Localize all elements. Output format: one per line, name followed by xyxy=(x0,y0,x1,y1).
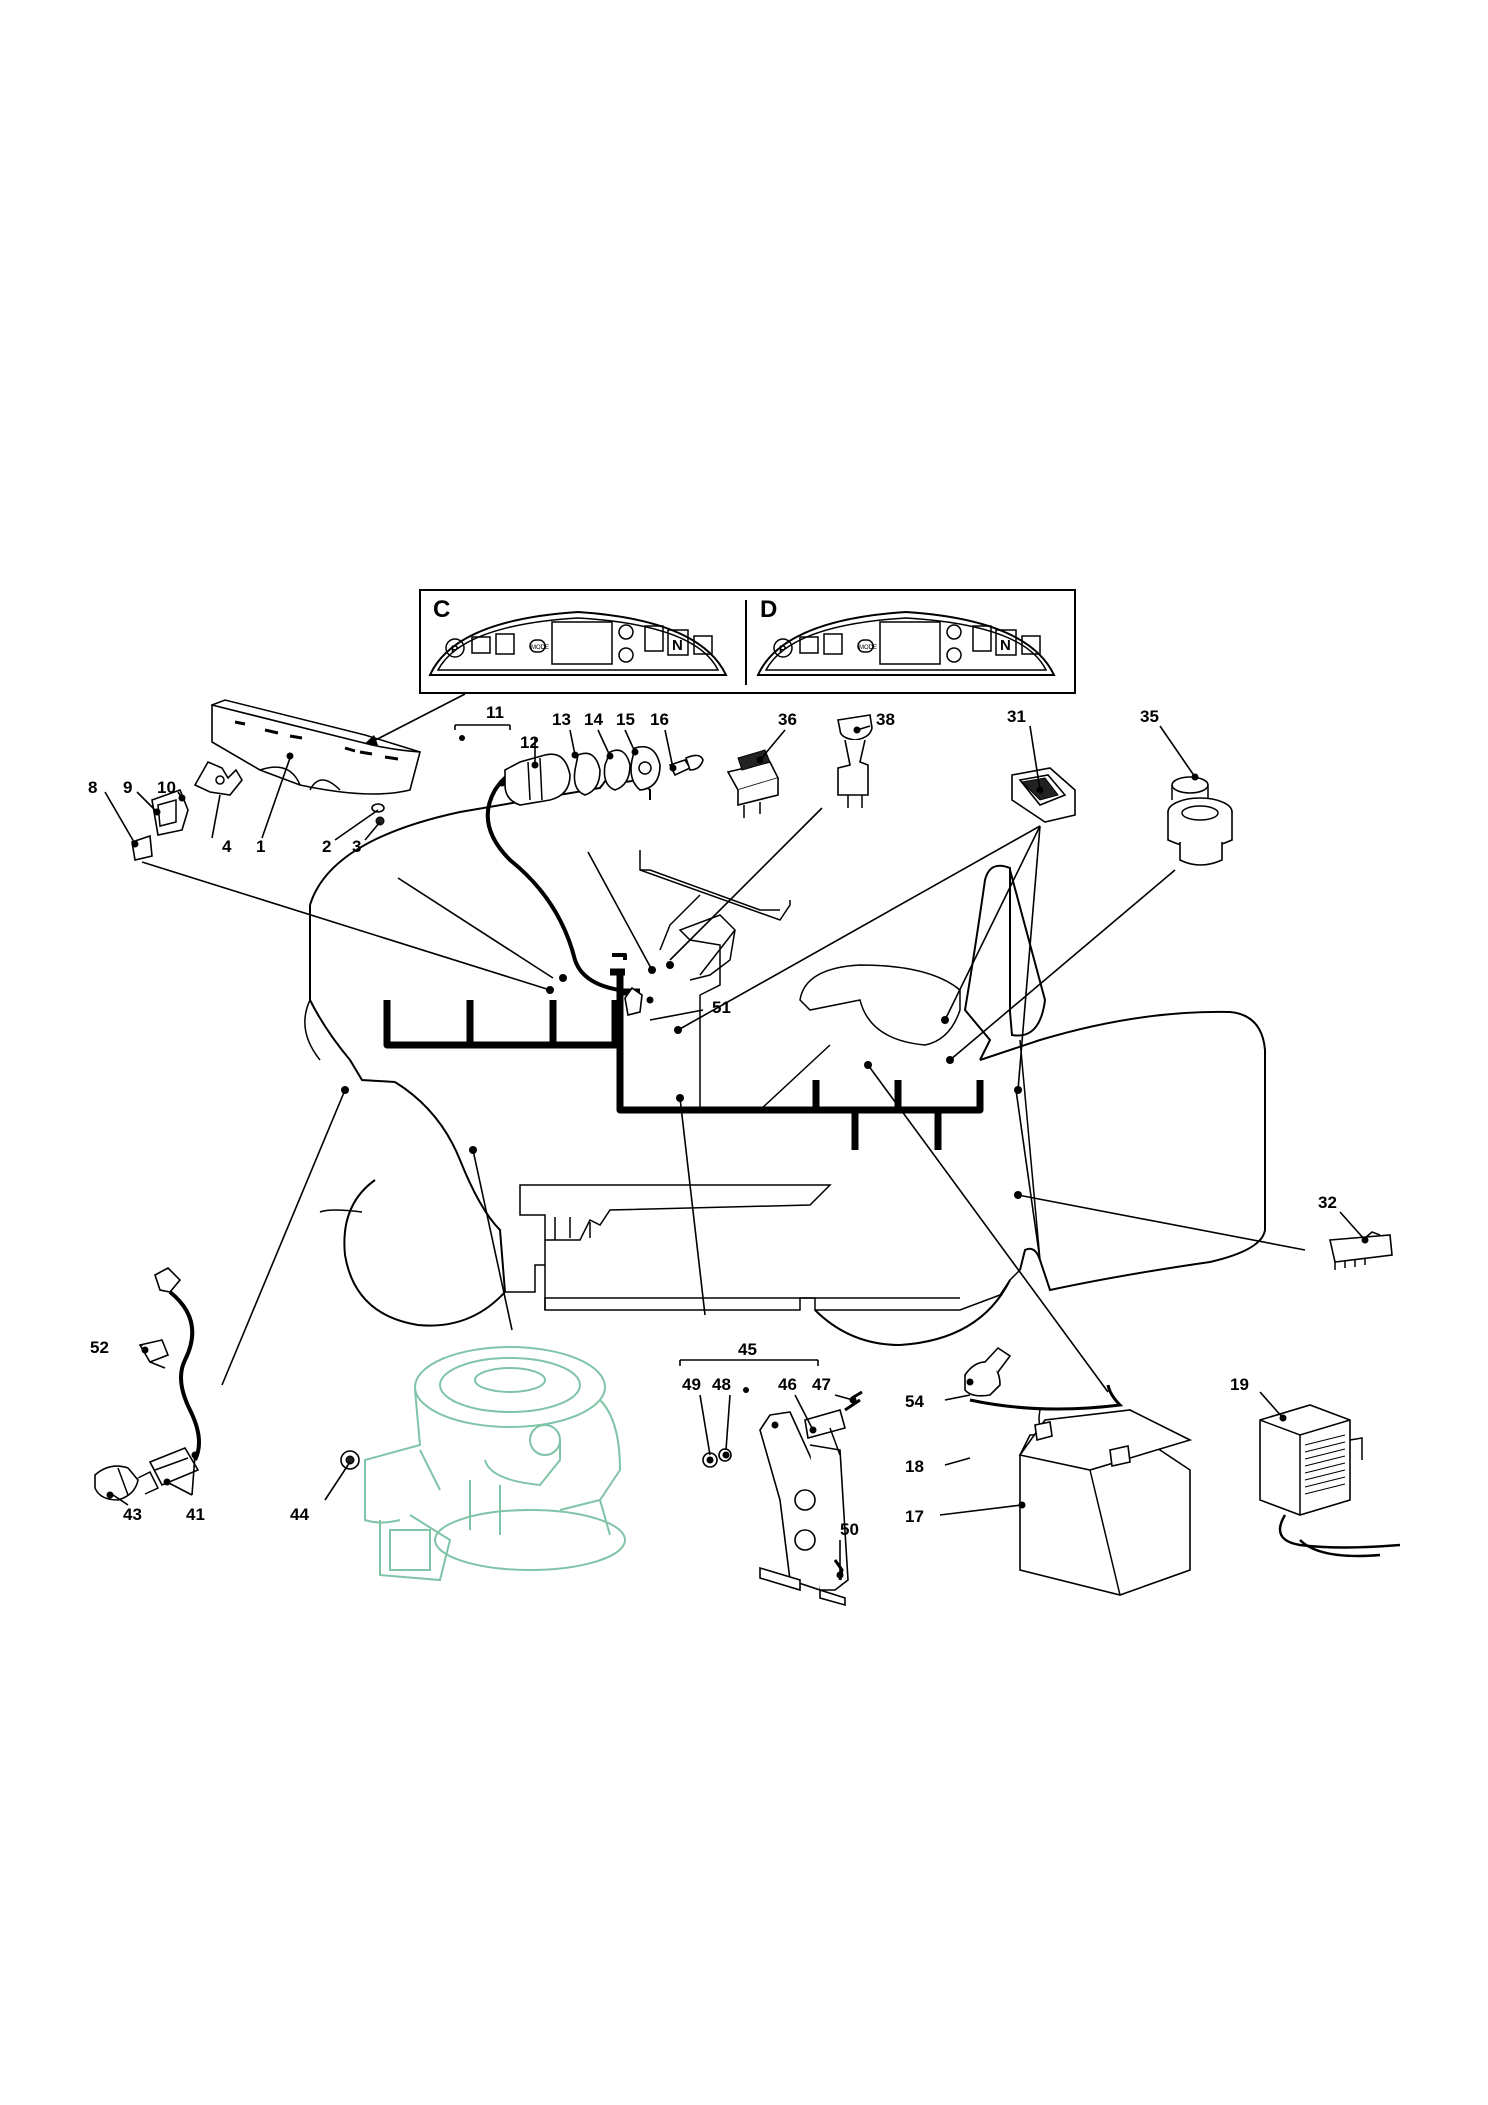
dashboard-panel-box xyxy=(419,589,1076,694)
callout-2: 2 xyxy=(322,837,331,856)
callout-3: 3 xyxy=(352,837,361,856)
callout-9: 9 xyxy=(123,778,132,797)
callout-1: 1 xyxy=(256,837,265,856)
wiring-harness xyxy=(383,770,984,1150)
callout-8: 8 xyxy=(88,778,97,797)
callout-47: 47 xyxy=(812,1375,831,1394)
part-dash-cover xyxy=(211,699,422,795)
panel-d-mode-label: MODE xyxy=(859,645,877,651)
callout-17: 17 xyxy=(905,1507,924,1526)
part-charger-19 xyxy=(1259,1404,1401,1558)
callout-43: 43 xyxy=(123,1505,142,1524)
callout-10: 10 xyxy=(157,778,176,797)
part-key-switch-assembly xyxy=(504,746,704,806)
callout-11: 11 xyxy=(486,703,504,722)
part-battery-group xyxy=(964,1346,1193,1596)
callout-19: 19 xyxy=(1230,1375,1249,1394)
callout-31: 31 xyxy=(1007,707,1026,726)
panel-c-mode-label: MODE xyxy=(531,645,549,651)
callout-36: 36 xyxy=(778,710,797,729)
callout-leaders xyxy=(104,724,1366,1575)
dashboard-panel-c: C P MODE N xyxy=(428,596,728,676)
callout-16: 16 xyxy=(650,710,669,729)
callout-46: 46 xyxy=(778,1375,797,1394)
leader-lines xyxy=(141,807,1306,1393)
callout-32: 32 xyxy=(1318,1193,1337,1212)
callout-45: 45 xyxy=(738,1340,757,1359)
panel-c-letter: C xyxy=(433,596,450,623)
callout-14: 14 xyxy=(584,710,603,729)
part-clip-51 xyxy=(624,986,643,1016)
callout-48: 48 xyxy=(712,1375,731,1394)
callout-52: 52 xyxy=(90,1338,109,1357)
callout-44: 44 xyxy=(290,1505,309,1524)
panel-d-letter: D xyxy=(760,596,777,623)
part-nut-44 xyxy=(340,1450,360,1470)
part-bracket-4 xyxy=(193,760,243,796)
callout-12: 12 xyxy=(520,733,539,752)
part-switch-31 xyxy=(1011,767,1076,823)
callout-numbers: 8 9 10 4 1 2 3 11 12 13 14 15 16 36 38 3… xyxy=(88,703,1337,1539)
part-socket-35 xyxy=(1167,776,1233,866)
part-switch-32 xyxy=(1329,1231,1393,1270)
callout-51: 51 xyxy=(712,998,731,1017)
callout-41: 41 xyxy=(186,1505,205,1524)
part-lamp-wiring xyxy=(94,1267,201,1501)
tractor-outline xyxy=(304,759,1266,1347)
callout-50: 50 xyxy=(840,1520,859,1539)
callout-54: 54 xyxy=(905,1392,924,1411)
engine-ghost xyxy=(364,1346,626,1582)
part-rocker-switch-36 xyxy=(726,749,780,818)
callout-4: 4 xyxy=(222,837,232,856)
dashboard-panel-d: D P MODE N xyxy=(756,596,1056,676)
part-switch-8-9-10 xyxy=(131,788,189,861)
part-screws-2-3 xyxy=(371,803,385,826)
callout-18: 18 xyxy=(905,1457,924,1476)
callout-49: 49 xyxy=(682,1375,701,1394)
svg-text:P: P xyxy=(779,644,786,656)
callout-35: 35 xyxy=(1140,707,1159,726)
part-bracket-assembly-45 xyxy=(702,1390,863,1607)
panel-arrow xyxy=(358,693,466,750)
callout-38: 38 xyxy=(876,710,895,729)
panel-d-neutral-label: N xyxy=(1000,637,1011,654)
svg-text:P: P xyxy=(451,644,458,656)
callout-13: 13 xyxy=(552,710,571,729)
panel-c-neutral-label: N xyxy=(672,637,683,654)
callout-15: 15 xyxy=(616,710,635,729)
